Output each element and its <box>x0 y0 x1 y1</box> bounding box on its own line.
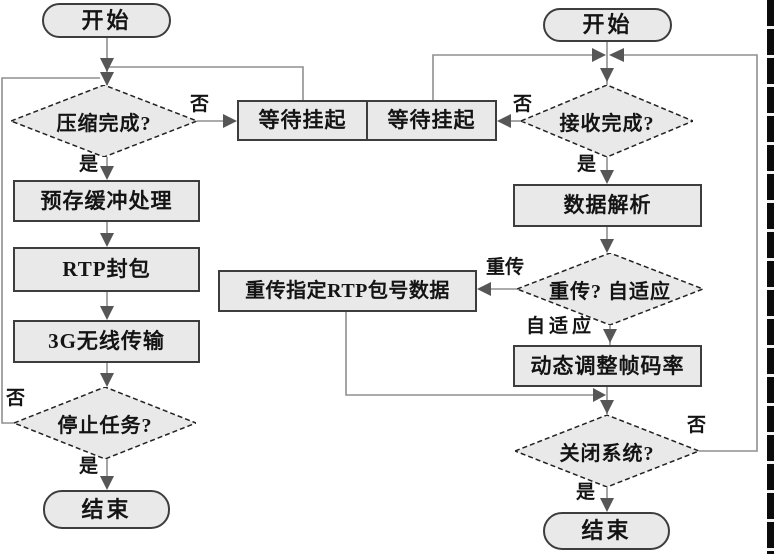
diamond-shape <box>515 415 699 487</box>
label-no-compress: 否 <box>190 94 210 115</box>
edge-retransbox-merge <box>345 312 593 396</box>
process-retransmit-rtp: 重传指定RTP包号数据 <box>218 270 477 312</box>
process-wait-suspend-left: 等待挂起 <box>237 100 368 141</box>
decision-stop-task: 停止任务? <box>14 387 196 459</box>
process-3g-transmit: 3G无线传输 <box>13 320 200 363</box>
process-adjust-bitrate: 动态调整帧码率 <box>513 345 702 387</box>
edge-wait-right-loop <box>432 54 592 100</box>
arrowheads <box>100 48 624 512</box>
process-buffer: 预存缓冲处理 <box>13 180 200 222</box>
label-no-receive: 否 <box>513 94 533 115</box>
start-node-right: 开始 <box>543 8 672 42</box>
start-node-left: 开始 <box>42 3 171 38</box>
diamond-shape <box>11 85 197 157</box>
process-rtp-pack: RTP封包 <box>13 247 200 292</box>
label-yes-compress: 是 <box>79 154 99 175</box>
decision-retransmit-label: 重传? 自适应 <box>549 280 671 303</box>
edge-close-no-loop <box>624 54 758 452</box>
label-yes-stop: 是 <box>79 456 99 477</box>
decision-compress-done: 压缩完成? <box>11 85 197 157</box>
diamond-shape <box>517 253 703 325</box>
diamond-shape <box>14 387 196 459</box>
label-no-stop: 否 <box>6 388 26 409</box>
decision-compress-label: 压缩完成? <box>56 112 152 135</box>
decision-receive-done: 接收完成? <box>521 85 693 157</box>
decision-retransmit-adaptive: 重传? 自适应 <box>517 253 703 325</box>
diamond-shape <box>521 85 693 157</box>
edge-stop-no-loop <box>1 77 100 424</box>
end-node-left: 结束 <box>43 490 170 529</box>
end-node-right: 结束 <box>543 512 670 550</box>
label-yes-receive: 是 <box>577 154 597 175</box>
label-yes-close: 是 <box>576 482 596 503</box>
scan-page-edge <box>767 0 774 554</box>
decision-stop-label: 停止任务? <box>57 414 153 437</box>
label-retransmit-branch: 重传 <box>486 257 525 278</box>
edge-wait-left-loop <box>107 66 304 100</box>
label-adaptive-branch: 自适应 <box>526 316 596 337</box>
process-wait-suspend-right: 等待挂起 <box>366 100 497 141</box>
decision-close-label: 关闭系统? <box>559 442 655 465</box>
decision-close-system: 关闭系统? <box>515 415 699 487</box>
process-data-parse: 数据解析 <box>513 184 702 227</box>
label-no-close: 否 <box>687 415 707 436</box>
decision-receive-label: 接收完成? <box>559 112 655 135</box>
